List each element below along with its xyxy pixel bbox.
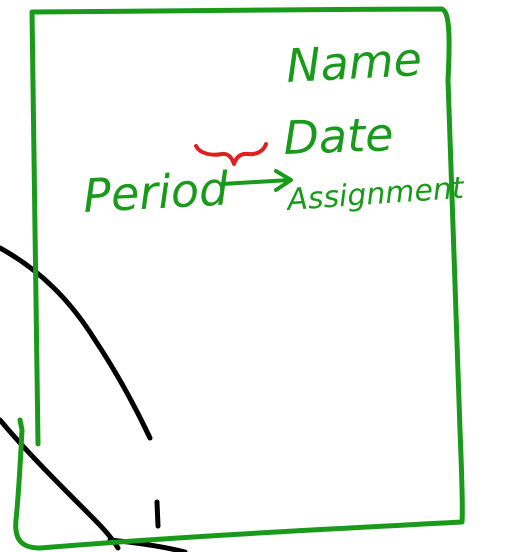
- black-tick: [154, 499, 161, 529]
- label-assignment: Assignment: [284, 171, 466, 218]
- paper-outline: [13, 6, 465, 551]
- label-name: Name: [285, 32, 423, 93]
- label-date: Date: [282, 107, 394, 165]
- arrow-shaft: [220, 178, 292, 186]
- red-brace: [194, 142, 268, 166]
- arrow-head: [274, 169, 293, 192]
- label-period: Period: [82, 161, 231, 223]
- black-curve-upper: [0, 245, 153, 441]
